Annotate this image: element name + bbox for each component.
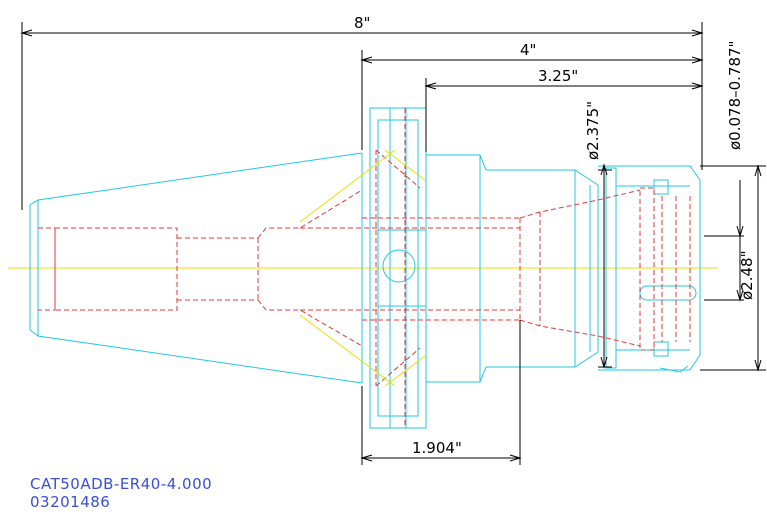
dimensions bbox=[20, 22, 766, 465]
dim-overall-length: 8" bbox=[354, 14, 370, 32]
dim-collet-range: ø0.078–0.787" bbox=[726, 41, 744, 150]
part-number-label: CAT50ADB-ER40-4.000 bbox=[30, 475, 213, 493]
retention-lines bbox=[299, 149, 426, 387]
dimension-labels: 8" 4" 3.25" 1.904" ø2.375" ø2.48" ø0.078… bbox=[354, 14, 756, 457]
dim-gauge-to-end: 4" bbox=[520, 41, 536, 59]
dim-body-length: 3.25" bbox=[538, 67, 578, 85]
dim-flange-length: 1.904" bbox=[412, 439, 462, 457]
holder-outline bbox=[29, 107, 701, 429]
internal-bore bbox=[38, 108, 691, 428]
dim-neck-diameter: ø2.375" bbox=[584, 101, 602, 160]
part-code-label: 03201486 bbox=[30, 493, 111, 511]
dim-nut-diameter: ø2.48" bbox=[738, 251, 756, 300]
